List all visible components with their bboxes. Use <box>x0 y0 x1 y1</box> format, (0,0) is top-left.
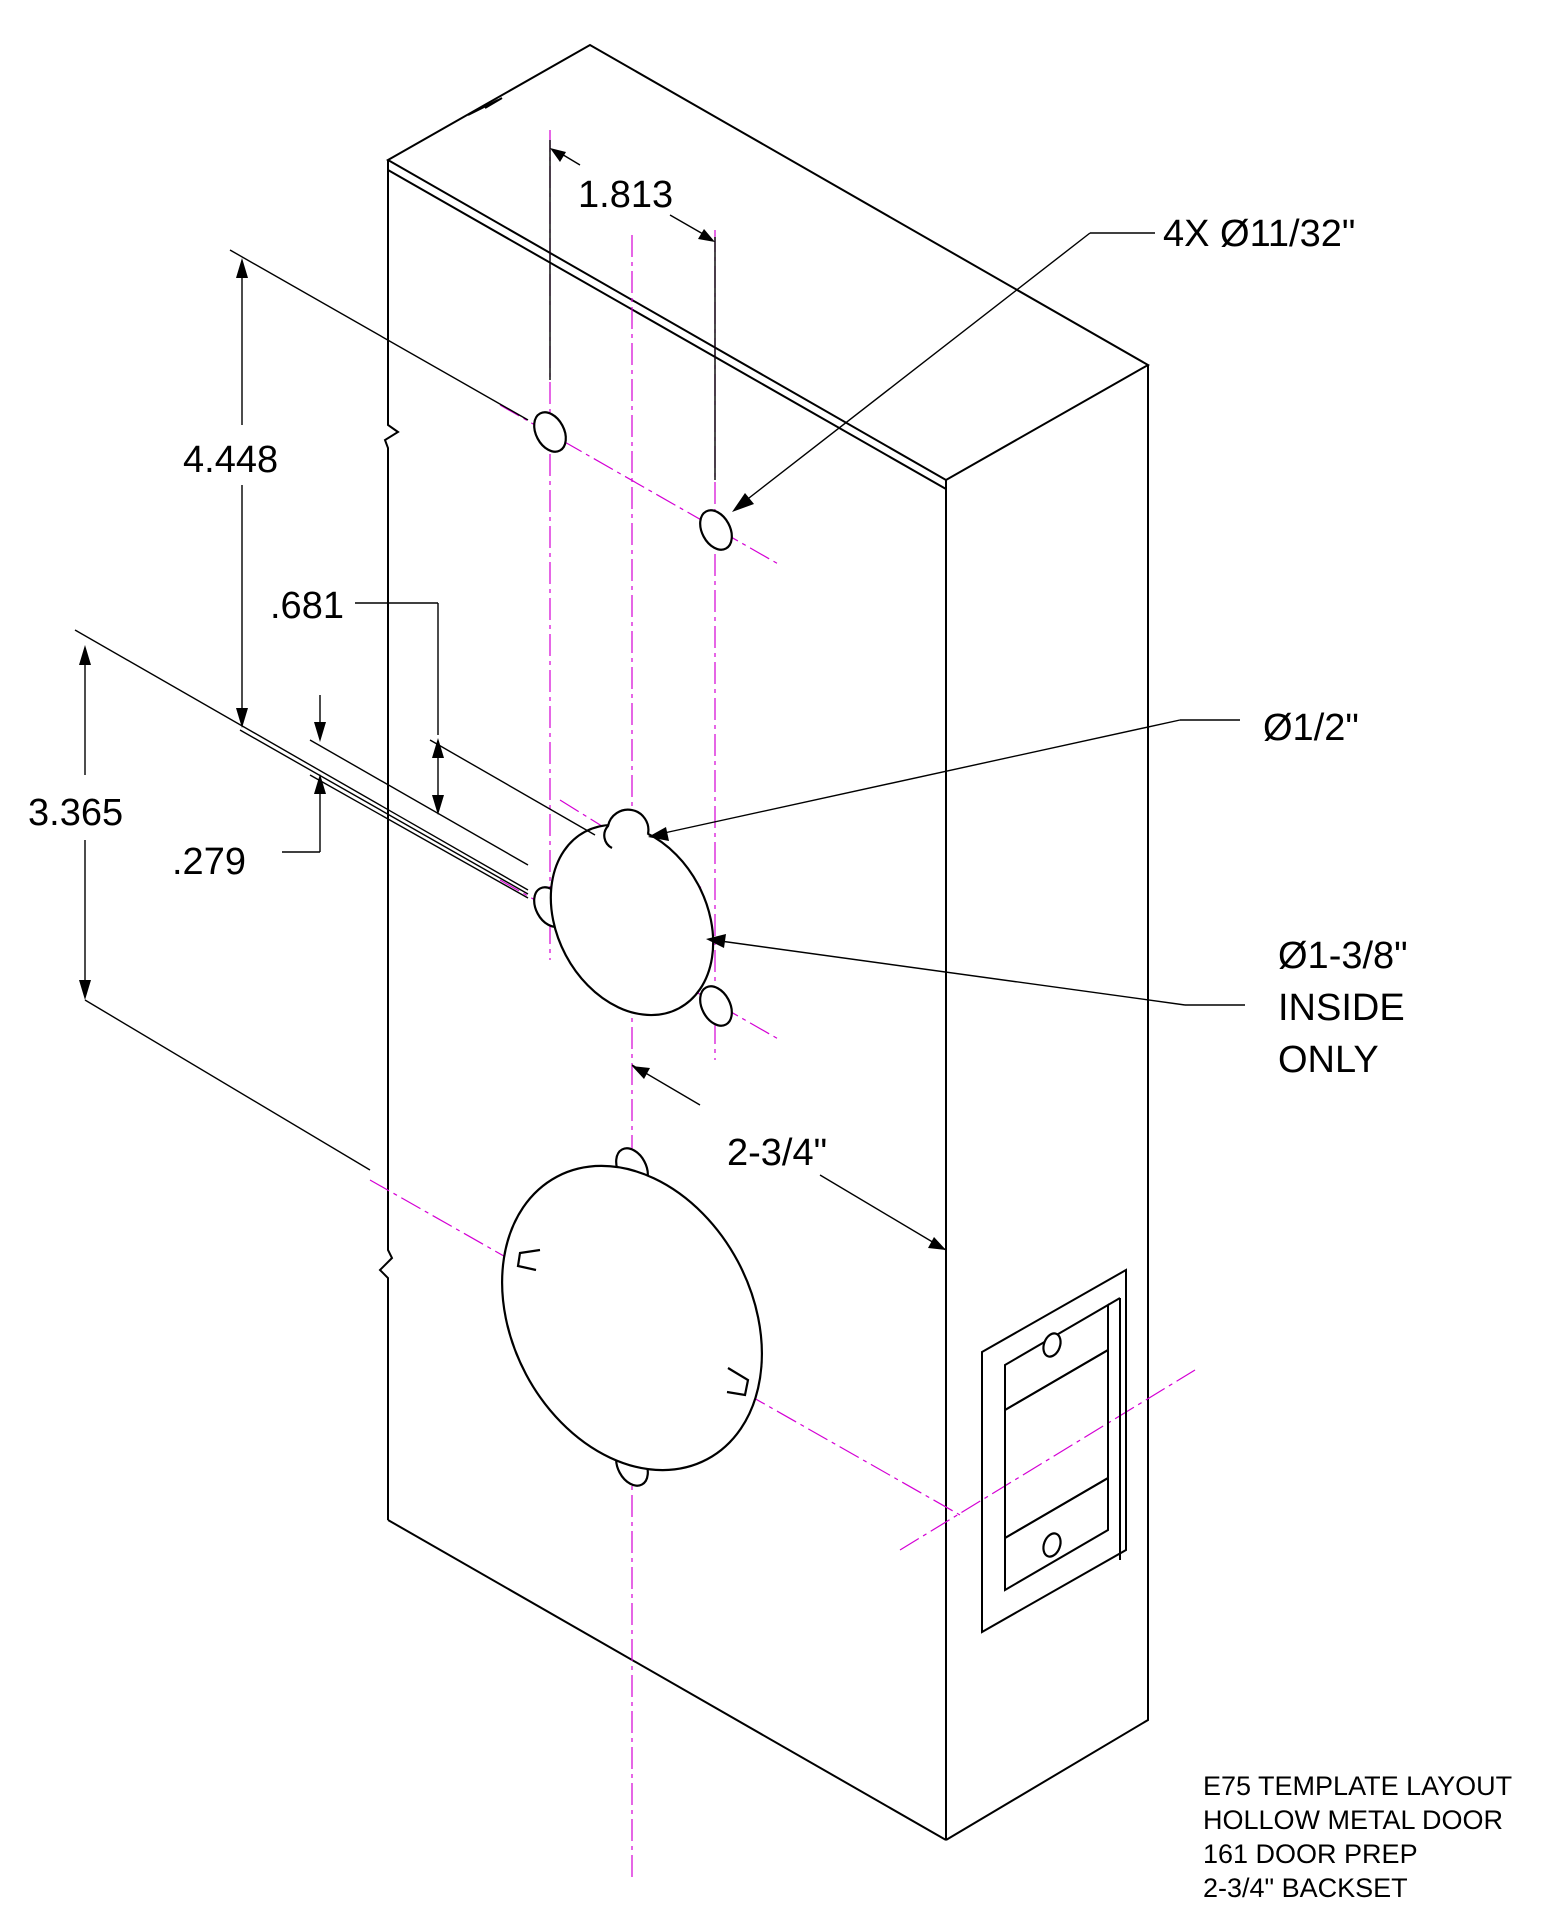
dim-4448: 4.448 <box>183 439 278 481</box>
callout-labels: 4X Ø11/32" Ø1/2" Ø1-3/8" INSIDE ONLY <box>1163 213 1408 1081</box>
hole-mid-right <box>699 985 733 1027</box>
callout-bore-line3: ONLY <box>1278 1039 1379 1081</box>
title-block: E75 TEMPLATE LAYOUT HOLLOW METAL DOOR 16… <box>1203 1771 1512 1903</box>
callout-notch-hole: Ø1/2" <box>1263 707 1359 749</box>
callout-bore-line1: Ø1-3/8" <box>1278 935 1408 977</box>
lower-bore-tab-right <box>726 1367 750 1397</box>
dim-1813: 1.813 <box>578 174 673 216</box>
door-front-bottom-edge <box>387 1519 947 1841</box>
dimension-lines <box>74 140 1245 1251</box>
title-line-1: E75 TEMPLATE LAYOUT <box>1203 1771 1512 1801</box>
dim-backset: 2-3/4" <box>727 1132 827 1174</box>
dimension-labels: 1.813 4.448 .681 3.365 .279 2-3/4" <box>28 174 827 1174</box>
callout-bore-line2: INSIDE <box>1278 987 1405 1029</box>
centerlines <box>369 130 1196 1880</box>
dim-279: .279 <box>172 841 246 883</box>
edge-latch-plate <box>981 1268 1127 1634</box>
hole-top-right <box>699 509 733 551</box>
holes <box>501 411 763 1487</box>
lower-bore-tab-left <box>516 1248 541 1272</box>
door-body <box>378 43 1151 1841</box>
dim-681: .681 <box>270 585 344 627</box>
bore-notch <box>603 808 650 849</box>
lower-bore <box>501 1164 763 1472</box>
dim-3365: 3.365 <box>28 792 123 834</box>
callout-small-holes: 4X Ø11/32" <box>1163 213 1355 255</box>
hole-top-left <box>533 411 567 453</box>
title-line-4: 2-3/4" BACKSET <box>1203 1873 1408 1903</box>
upper-bore <box>549 823 715 1017</box>
title-line-3: 161 DOOR PREP <box>1203 1839 1418 1869</box>
title-line-2: HOLLOW METAL DOOR <box>1203 1805 1503 1835</box>
door-edge-face <box>945 365 1149 1841</box>
door-front-left-edge <box>378 160 400 1520</box>
door-top-face <box>385 43 1151 482</box>
